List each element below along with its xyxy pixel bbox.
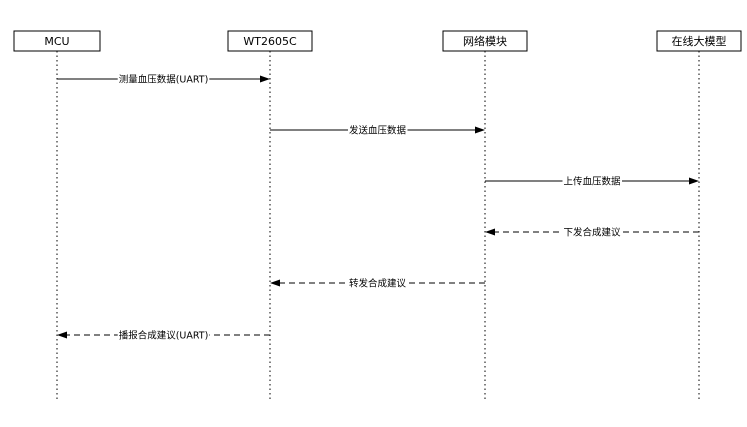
participant-network: 网络模块 bbox=[442, 30, 528, 52]
message-label: 测量血压数据(UART) bbox=[119, 74, 209, 86]
participant-box bbox=[656, 30, 742, 52]
participant-box bbox=[13, 30, 101, 52]
message-3: 上传血压数据 bbox=[485, 174, 699, 189]
participant-llm: 在线大模型 bbox=[656, 30, 742, 52]
message-label: 上传血压数据 bbox=[563, 176, 621, 188]
message-label-background bbox=[562, 225, 622, 240]
arrowhead bbox=[485, 228, 495, 236]
message-5: 转发合成建议 bbox=[270, 276, 485, 291]
message-6: 播报合成建议(UART) bbox=[57, 328, 270, 343]
lifelines bbox=[56, 51, 700, 402]
message-label: 下发合成建议 bbox=[563, 227, 621, 239]
arrowhead bbox=[689, 177, 699, 185]
participant-label: 在线大模型 bbox=[672, 34, 727, 48]
participant-label: 网络模块 bbox=[463, 34, 507, 48]
participant-box bbox=[227, 30, 313, 52]
message-label: 发送血压数据 bbox=[349, 125, 407, 137]
message-label-background bbox=[562, 174, 622, 189]
message-4: 下发合成建议 bbox=[485, 225, 699, 240]
message-label-background bbox=[117, 72, 210, 87]
message-2: 发送血压数据 bbox=[270, 123, 485, 138]
participant-box bbox=[442, 30, 528, 52]
message-label-background bbox=[347, 123, 408, 138]
message-1: 测量血压数据(UART) bbox=[57, 72, 270, 87]
arrowhead bbox=[57, 331, 67, 339]
arrowhead bbox=[260, 75, 270, 83]
participant-label: MCU bbox=[44, 35, 69, 48]
participant-mcu: MCU bbox=[13, 30, 101, 52]
participant-label: WT2605C bbox=[243, 35, 297, 48]
participants: MCU WT2605C 网络模块 在线大模型 bbox=[13, 30, 742, 52]
arrowhead bbox=[475, 126, 485, 134]
participant-wt2605c: WT2605C bbox=[227, 30, 313, 52]
message-label: 转发合成建议 bbox=[349, 278, 407, 290]
message-label: 播报合成建议(UART) bbox=[119, 330, 209, 342]
messages: 测量血压数据(UART) 发送血压数据上传血压数据下发合成建议转发合成建议播报合成… bbox=[57, 72, 699, 343]
arrowhead bbox=[270, 279, 280, 287]
message-label-background bbox=[347, 276, 408, 291]
message-label-background bbox=[117, 328, 210, 343]
